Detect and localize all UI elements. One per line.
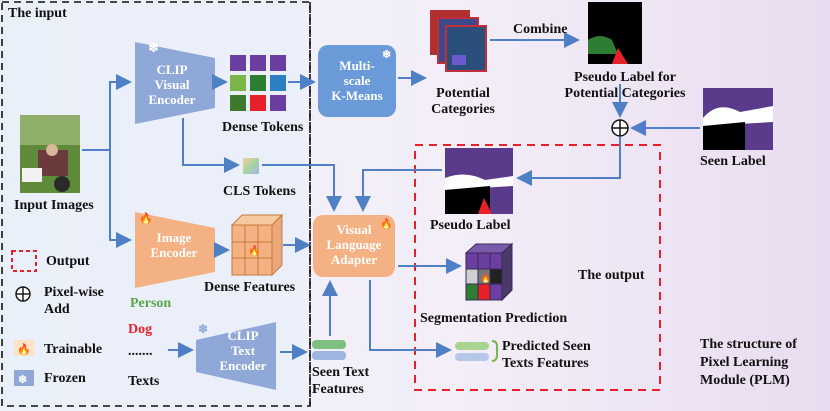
cls-tokens-label: CLS Tokens — [223, 184, 296, 199]
dense-features-cube — [230, 213, 284, 277]
legend-trainable-swatch — [14, 340, 34, 356]
input-title: The input — [8, 6, 67, 21]
clip-visual-encoder-shape — [135, 42, 215, 124]
kmeans-box — [318, 45, 396, 117]
pseudo-label-image — [445, 148, 513, 214]
legend-frozen-label: Frozen — [44, 371, 86, 386]
flame-icon: 🔥 — [139, 212, 153, 225]
pixel-wise-add-symbol — [611, 119, 629, 137]
cls-token-square — [243, 158, 259, 174]
seen-label-image — [703, 88, 773, 150]
input-images-label: Input Images — [14, 198, 94, 213]
pseudo-label-label: Pseudo Label — [430, 218, 511, 233]
flame-icon: 🔥 — [480, 272, 491, 283]
vla-box — [313, 215, 395, 277]
segmentation-prediction-cube — [464, 242, 514, 302]
snowflake-icon: ❄ — [148, 40, 159, 55]
combine-label: Combine — [513, 22, 568, 37]
legend-add-icon — [15, 286, 31, 302]
clip-text-encoder-shape — [196, 322, 276, 390]
pseudo-label-potential-image — [588, 2, 642, 64]
text-ellipsis: ....... — [128, 344, 153, 359]
snowflake-icon: ❄ — [18, 374, 27, 386]
input-image — [20, 115, 80, 193]
legend-trainable-label: Trainable — [44, 342, 103, 357]
texts-label: Texts — [128, 374, 160, 389]
flame-icon: 🔥 — [380, 217, 392, 230]
snowflake-icon: ❄ — [198, 322, 208, 336]
dense-tokens-grid — [230, 55, 286, 111]
flame-icon: 🔥 — [17, 343, 31, 356]
segmentation-prediction-label: Segmentation Prediction — [420, 311, 568, 326]
seen-text-features-bars — [312, 340, 346, 360]
image-encoder-shape — [135, 212, 215, 288]
snowflake-icon: ❄ — [382, 49, 391, 61]
seen-label-label: Seen Label — [700, 154, 766, 169]
dense-features-label: Dense Features — [204, 280, 296, 295]
legend-frozen-swatch — [14, 370, 34, 386]
legend-output-label: Output — [46, 254, 90, 269]
legend-output-swatch — [11, 250, 37, 272]
predicted-seen-bars — [455, 340, 498, 362]
output-region-box — [414, 144, 661, 391]
flow-arrows — [82, 32, 700, 360]
potential-categories-images — [430, 10, 487, 72]
text-dog: Dog — [128, 322, 153, 337]
flame-icon: 🔥 — [248, 244, 260, 257]
dense-tokens-label: Dense Tokens — [222, 120, 304, 135]
text-person: Person — [130, 296, 172, 311]
output-title: The output — [578, 268, 645, 283]
input-region-box — [1, 1, 311, 407]
